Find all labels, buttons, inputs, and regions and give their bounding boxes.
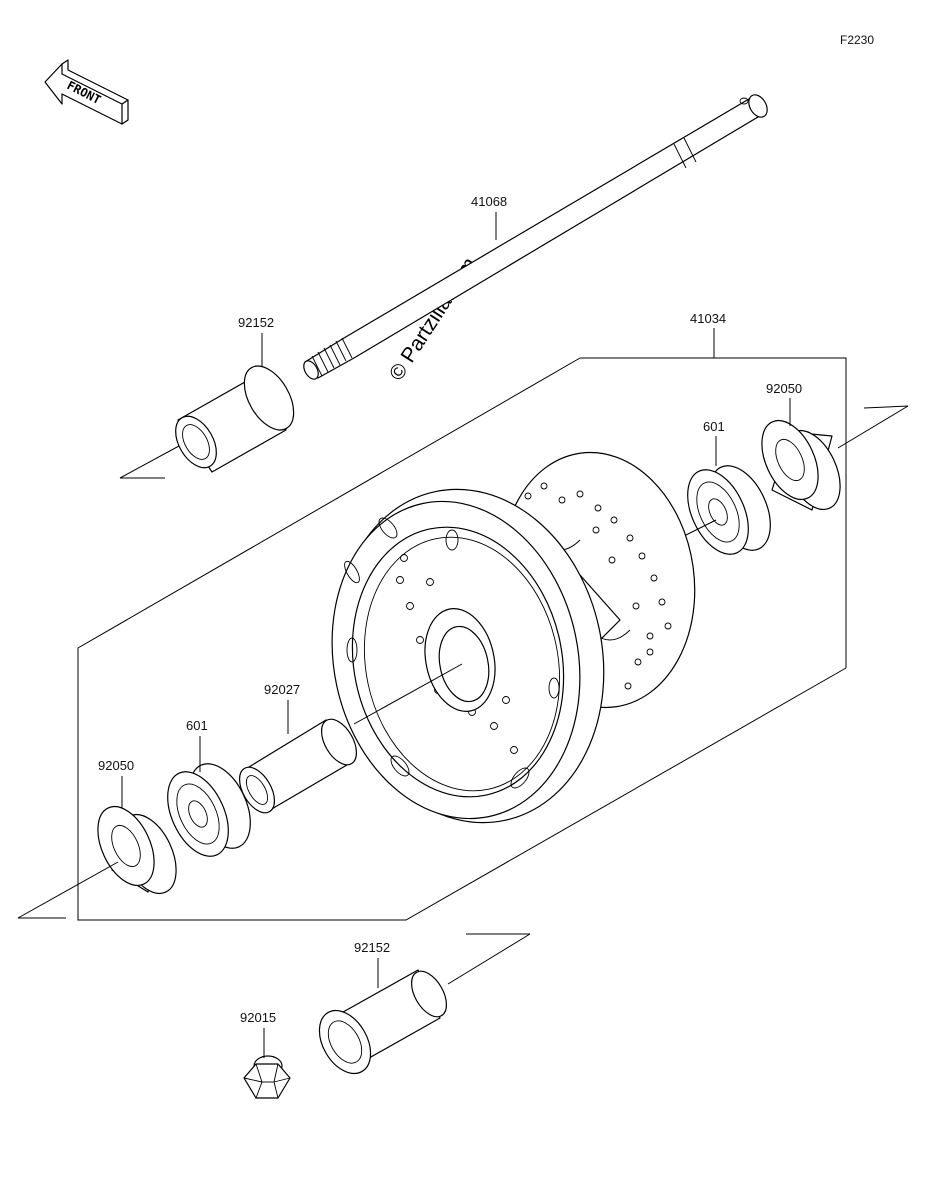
label-bearing-601-left: 601 — [186, 718, 208, 733]
wheel-hub-41034 — [331, 451, 696, 824]
label-collar-92152-upper: 92152 — [238, 315, 274, 330]
axle-thread — [311, 337, 353, 377]
collar-92152-upper — [175, 365, 295, 473]
label-collar-92152-lower: 92152 — [354, 940, 390, 955]
axle-nut-92015 — [243, 1055, 291, 1099]
label-spacer-92027: 92027 — [264, 682, 300, 697]
label-axle-nut-92015: 92015 — [240, 1010, 276, 1025]
oil-seal-92050-right — [761, 420, 841, 511]
bearing-601-left — [167, 763, 251, 857]
bearing-601-right — [687, 465, 771, 555]
leader-lines — [121, 212, 791, 1058]
front-direction-arrow-icon: FRONT — [44, 59, 129, 125]
assembly-bracket-frame — [77, 328, 847, 921]
figure-reference: F2230 — [840, 33, 874, 47]
label-oil-seal-92050-left: 92050 — [98, 758, 134, 773]
axle-41068 — [303, 94, 768, 380]
label-axle-41068: 41068 — [471, 194, 507, 209]
label-hub-41034: 41034 — [690, 311, 726, 326]
disc-holes — [524, 482, 672, 690]
spacer-92027 — [238, 718, 358, 814]
label-bearing-601-right: 601 — [703, 419, 725, 434]
collar-92152-lower — [318, 969, 448, 1075]
label-oil-seal-92050-right: 92050 — [766, 381, 802, 396]
rim-slots — [344, 517, 560, 789]
